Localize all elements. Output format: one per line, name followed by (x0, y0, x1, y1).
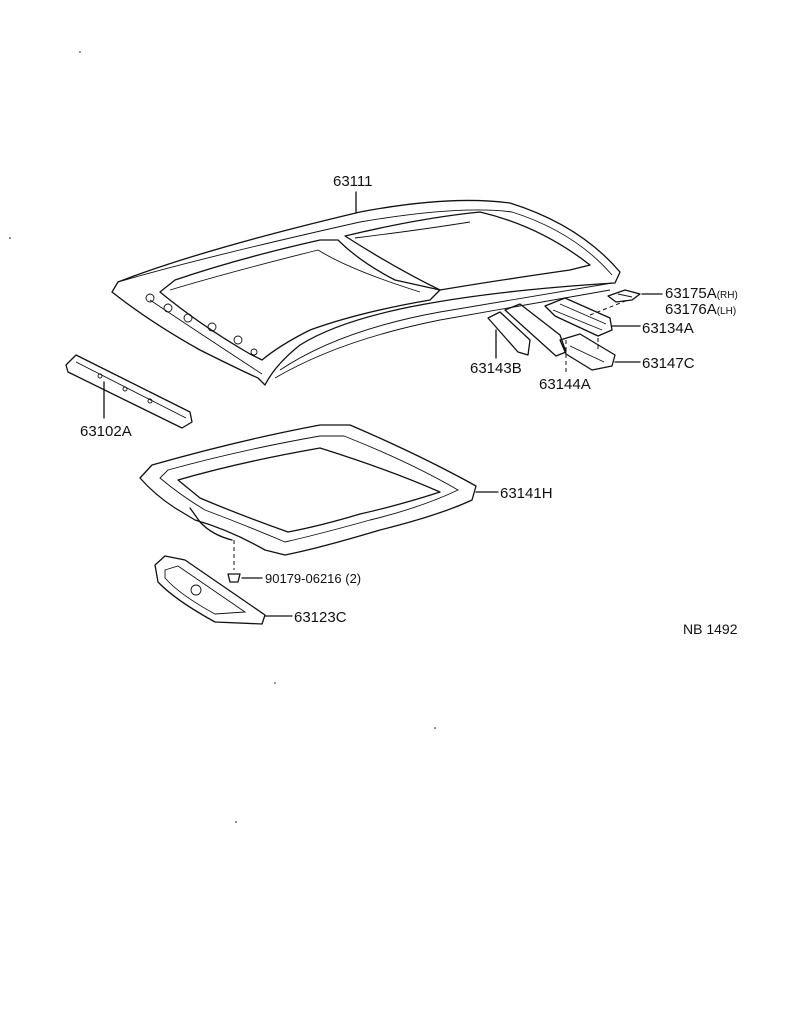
reinforcement-rear-drawing (544, 297, 641, 337)
pad-drawing (607, 289, 663, 303)
label-reinforcement-rear: 63134A (642, 320, 694, 337)
housing-drawing (154, 555, 293, 625)
label-pad-lh: 63176A(LH) (665, 302, 736, 317)
label-pad-lh-number: 63176A (665, 301, 717, 318)
reinforcements-drawing (487, 303, 641, 372)
clip-drawing (227, 573, 263, 583)
label-pad-rh-number: 63175A (665, 285, 717, 302)
label-pad-lh-side: (LH) (716, 306, 737, 317)
diagram-code: NB 1492 (683, 621, 738, 637)
label-opening-frame: 63141H (500, 485, 553, 502)
roof-panel-drawing (111, 191, 621, 386)
label-roof-panel: 63111 (333, 173, 373, 190)
label-pad-rh-side: (RH) (716, 290, 738, 301)
label-reinf-a: 63144A (539, 376, 591, 393)
label-reinf-c: 63147C (642, 355, 695, 372)
label-front-panel: 63102A (80, 423, 132, 440)
label-housing: 63123C (294, 609, 347, 626)
label-reinf-b: 63143B (470, 360, 522, 377)
label-clip: 90179-06216 (2) (265, 571, 362, 586)
front-panel-drawing (65, 354, 193, 429)
opening-frame-drawing (139, 424, 499, 570)
label-pad-rh: 63175A(RH) (665, 286, 738, 301)
